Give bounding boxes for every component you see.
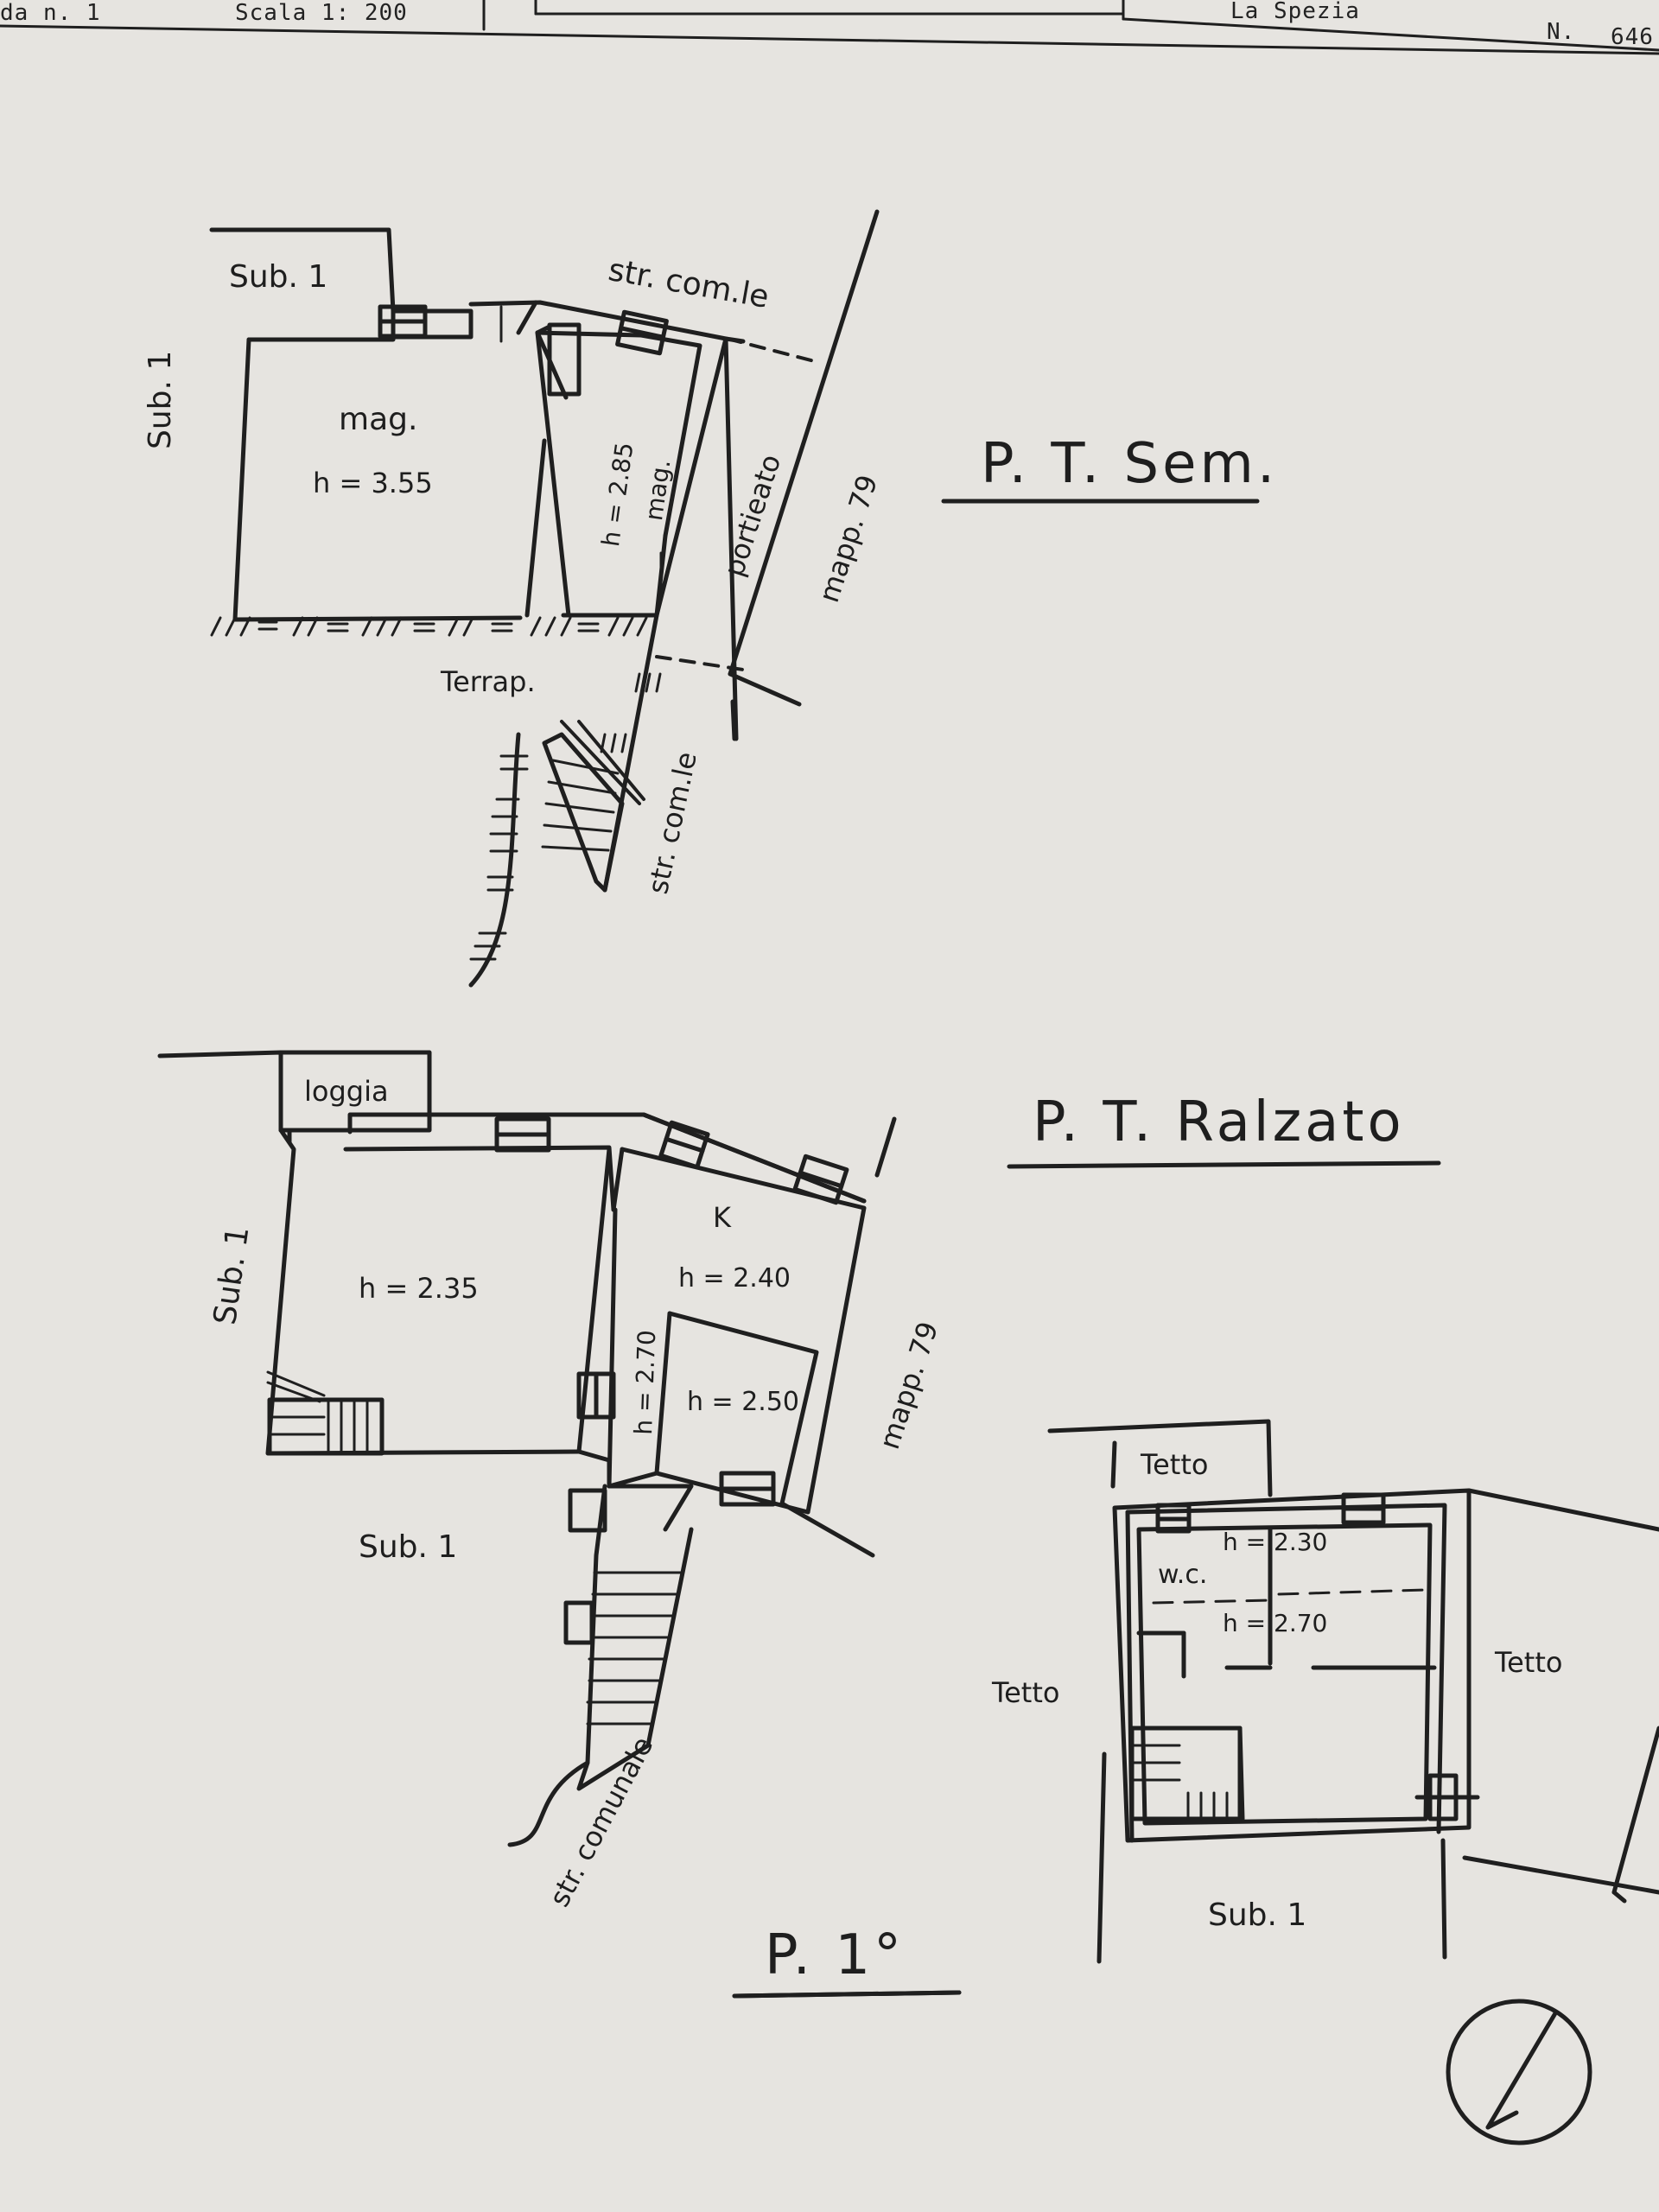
label-ria-kitchen: K xyxy=(713,1201,731,1234)
label-sem-terrace: Terrap. xyxy=(441,665,536,698)
header-province: La Spezia xyxy=(1230,0,1360,24)
label-sem-sub-top: Sub. 1 xyxy=(229,259,328,295)
label-sem-sub-side: Sub. 1 xyxy=(143,350,178,449)
label-p1-room-height: h = 2.70 xyxy=(1223,1609,1328,1637)
label-ria-room-main-height: h = 2.35 xyxy=(359,1272,479,1305)
header-scale: Scala 1: 200 xyxy=(235,0,408,26)
label-p1-sub-bottom: Sub. 1 xyxy=(1208,1897,1307,1933)
title-pt-rialzato: P. T. Ralzato xyxy=(1033,1090,1405,1154)
label-ria-loggia: loggia xyxy=(304,1075,389,1108)
label-p1-roof-left: Tetto xyxy=(992,1676,1060,1709)
header-n-label: N. xyxy=(1547,19,1576,45)
label-p1-roof-right: Tetto xyxy=(1495,1646,1563,1679)
plan-pt-rialzato xyxy=(157,1050,1441,1999)
title-p1: P. 1° xyxy=(765,1923,906,1987)
header-sheet-number: da n. 1 xyxy=(0,0,101,26)
plan-pt-sem xyxy=(209,209,1260,988)
label-sem-room-main-height: h = 3.55 xyxy=(313,467,433,499)
label-ria-corridor-height: h = 2.70 xyxy=(629,1329,662,1436)
label-p1-wc-height: h = 2.30 xyxy=(1223,1528,1328,1556)
title-pt-sem: P. T. Sem. xyxy=(981,432,1279,496)
label-p1-roof-top: Tetto xyxy=(1141,1448,1209,1481)
header-frame xyxy=(0,0,1659,55)
header-n-value: 646 xyxy=(1611,24,1654,50)
label-sem-room-main: mag. xyxy=(339,402,418,437)
label-p1-wc: w.c. xyxy=(1158,1560,1208,1590)
plan-p1 xyxy=(732,1419,1659,2145)
label-ria-room-small-height: h = 2.50 xyxy=(687,1387,800,1417)
label-ria-kitchen-height: h = 2.40 xyxy=(678,1263,791,1294)
label-ria-sub-bottom: Sub. 1 xyxy=(359,1529,458,1565)
